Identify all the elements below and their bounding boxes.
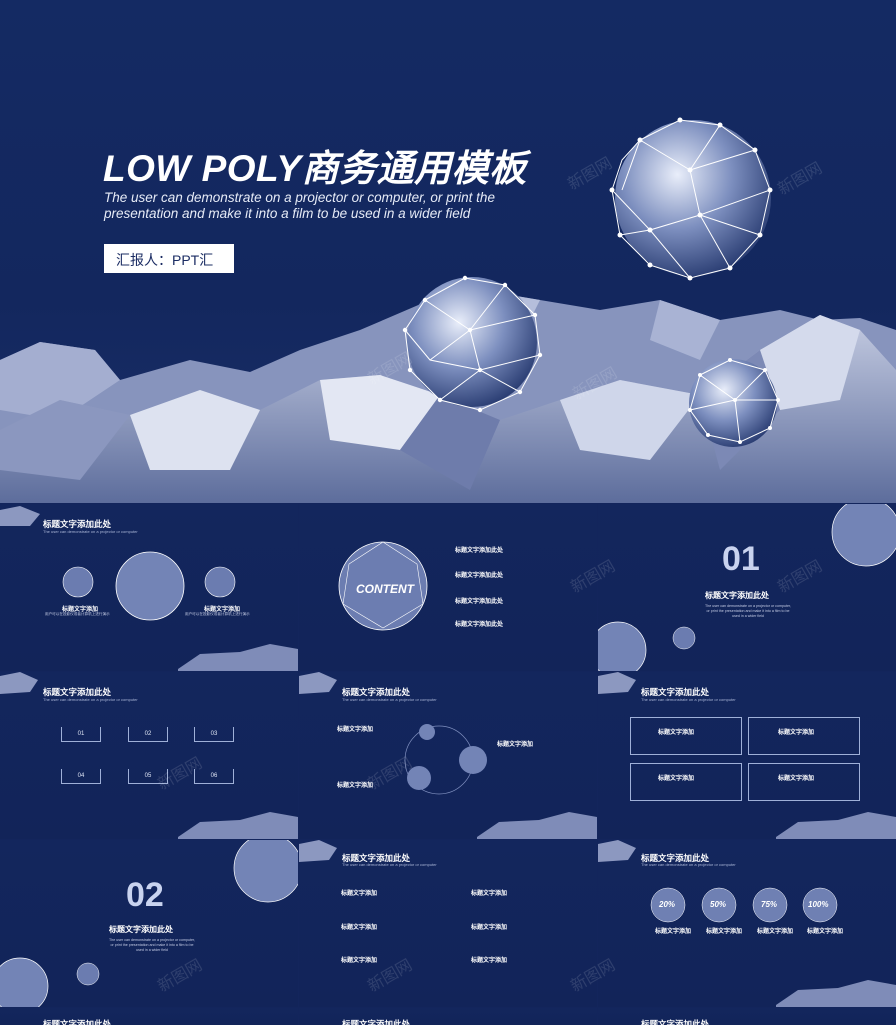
- slide-title: 标题文字添加此处: [641, 853, 710, 863]
- desc-line: The user can demonstrate on a projector …: [109, 938, 195, 942]
- feature-card-1: [630, 717, 742, 755]
- item-title: 标题文字添加: [337, 783, 374, 789]
- content-label: CONTENT: [356, 582, 414, 596]
- item-title: 标题文字添加: [778, 730, 815, 736]
- pct-75: 75%: [761, 900, 778, 909]
- item-title: 标题文字添加: [497, 742, 534, 748]
- num-box-4: 04: [61, 769, 101, 784]
- toc-item-1[interactable]: 标题文字添加此处: [455, 548, 504, 554]
- hero-subtitle-line1: The user can demonstrate on a projector …: [104, 190, 495, 205]
- slide-decor: [598, 504, 896, 671]
- slide-thumb-5[interactable]: 标题文字添加此处 The user can demonstrate on a p…: [0, 672, 298, 839]
- pct-20: 20%: [659, 900, 676, 909]
- num-box-6: 06: [194, 769, 234, 784]
- slide-subtitle: The user can demonstrate on a projector …: [641, 697, 736, 702]
- section-number: 01: [722, 540, 760, 578]
- slide-title: 标题文字添加此处: [43, 519, 112, 529]
- slide-decor: [598, 672, 896, 839]
- item-title: 标题文字添加: [807, 929, 844, 935]
- sphere-large: [611, 119, 771, 279]
- item-title: 标题文字添加: [341, 891, 378, 897]
- item-body: 用户可以在投影仪或者计算机上进行演示: [185, 612, 250, 616]
- slide-subtitle: The user can demonstrate on a projector …: [342, 697, 437, 702]
- slide-thumb-8[interactable]: 02 标题文字添加此处 The user can demonstrate on …: [0, 840, 298, 1007]
- slide-title: 标题文字添加此处: [342, 687, 411, 697]
- item-title: 标题文字添加: [337, 727, 374, 733]
- slide-thumb-9[interactable]: 标题文字添加此处 The user can demonstrate on a p…: [299, 840, 597, 1007]
- slide-decor: [299, 672, 597, 839]
- section-desc: The user can demonstrate on a projector …: [72, 938, 232, 953]
- slide-subtitle: The user can demonstrate on a projector …: [641, 862, 736, 867]
- slide-title: 标题文字添加此处: [641, 687, 710, 697]
- slide-thumb-7[interactable]: 标题文字添加此处 The user can demonstrate on a p…: [598, 672, 896, 839]
- section-desc: The user can demonstrate on a projector …: [668, 604, 828, 619]
- desc-line: or print the presentation and make it in…: [110, 943, 194, 947]
- item-title: 标题文字添加: [658, 730, 695, 736]
- item-title: 标题文字添加: [757, 929, 794, 935]
- slide-thumb-3[interactable]: CONTENT 标题文字添加此处 标题文字添加此处 标题文字添加此处 标题文字添…: [299, 504, 597, 671]
- reporter-label: 汇报人：PPT汇: [104, 244, 234, 273]
- slide-title: 标题文字添加此处: [641, 1019, 710, 1025]
- feature-card-2: [748, 717, 860, 755]
- item-title: 标题文字添加: [655, 929, 692, 935]
- section-title: 标题文字添加此处: [705, 591, 769, 600]
- toc-item-3[interactable]: 标题文字添加此处: [455, 599, 504, 605]
- item-body: 用户可以在投影仪或者计算机上进行演示: [45, 612, 110, 616]
- section-title: 标题文字添加此处: [109, 925, 173, 934]
- toc-item-4[interactable]: 标题文字添加此处: [455, 622, 504, 628]
- item-title: 标题文字添加: [471, 891, 508, 897]
- slide-decor: [338, 541, 428, 631]
- num-box-1: 01: [61, 727, 101, 742]
- slide-title: 标题文字添加此处: [43, 687, 112, 697]
- num-box-3: 03: [194, 727, 234, 742]
- feature-card-3: [630, 763, 742, 801]
- slide-decor: [0, 840, 298, 1007]
- slide-subtitle: The user can demonstrate on a projector …: [342, 862, 437, 867]
- slide-thumb-13[interactable]: 标题文字添加此处: [598, 1008, 896, 1025]
- slide-thumb-11[interactable]: 标题文字添加此处: [0, 1008, 298, 1025]
- feature-card-4: [748, 763, 860, 801]
- item-title: 标题文字添加: [341, 925, 378, 931]
- item-title: 标题文字添加: [62, 607, 99, 613]
- hero-slide: LOW POLY商务通用模板 The user can demonstrate …: [0, 0, 896, 503]
- section-number: 02: [126, 876, 164, 914]
- hero-subtitle: The user can demonstrate on a projector …: [104, 190, 544, 222]
- hero-title: LOW POLY商务通用模板: [103, 148, 527, 189]
- slide-title: 标题文字添加此处: [342, 853, 411, 863]
- desc-line: The user can demonstrate on a projector …: [705, 604, 791, 608]
- slide-subtitle: The user can demonstrate on a projector …: [43, 529, 138, 534]
- pct-100: 100%: [808, 900, 829, 909]
- slide-thumb-12[interactable]: 标题文字添加此处: [299, 1008, 597, 1025]
- desc-line: used in a wider field: [732, 614, 764, 618]
- item-title: 标题文字添加: [341, 958, 378, 964]
- item-title: 标题文字添加: [204, 607, 241, 613]
- slide-thumb-2[interactable]: 标题文字添加此处 The user can demonstrate on a p…: [0, 504, 298, 671]
- hero-lowpoly-illustration: [0, 117, 896, 503]
- slide-thumb-6[interactable]: 标题文字添加此处 The user can demonstrate on a p…: [299, 672, 597, 839]
- item-title: 标题文字添加: [778, 776, 815, 782]
- slide-title: 标题文字添加此处: [342, 1019, 411, 1025]
- slide-decor: [0, 672, 298, 839]
- slide-title: 标题文字添加此处: [43, 1019, 112, 1025]
- pct-50: 50%: [710, 900, 727, 909]
- slide-subtitle: The user can demonstrate on a projector …: [43, 697, 138, 702]
- item-title: 标题文字添加: [471, 958, 508, 964]
- num-box-2: 02: [128, 727, 168, 742]
- sphere-nodes: [402, 117, 780, 444]
- item-title: 标题文字添加: [658, 776, 695, 782]
- desc-line: used in a wider field: [136, 948, 168, 952]
- toc-item-2[interactable]: 标题文字添加此处: [455, 573, 504, 579]
- hero-subtitle-line2: presentation and make it into a film to …: [104, 206, 471, 221]
- desc-line: or print the presentation and make it in…: [706, 609, 790, 613]
- slide-thumb-10[interactable]: 标题文字添加此处 The user can demonstrate on a p…: [598, 840, 896, 1007]
- slide-decor: [299, 840, 337, 862]
- slide-decor: [0, 506, 298, 671]
- item-title: 标题文字添加: [706, 929, 743, 935]
- slide-thumb-4[interactable]: 01 标题文字添加此处 The user can demonstrate on …: [598, 504, 896, 671]
- item-title: 标题文字添加: [471, 925, 508, 931]
- slide-decor: [598, 840, 896, 1007]
- num-box-5: 05: [128, 769, 168, 784]
